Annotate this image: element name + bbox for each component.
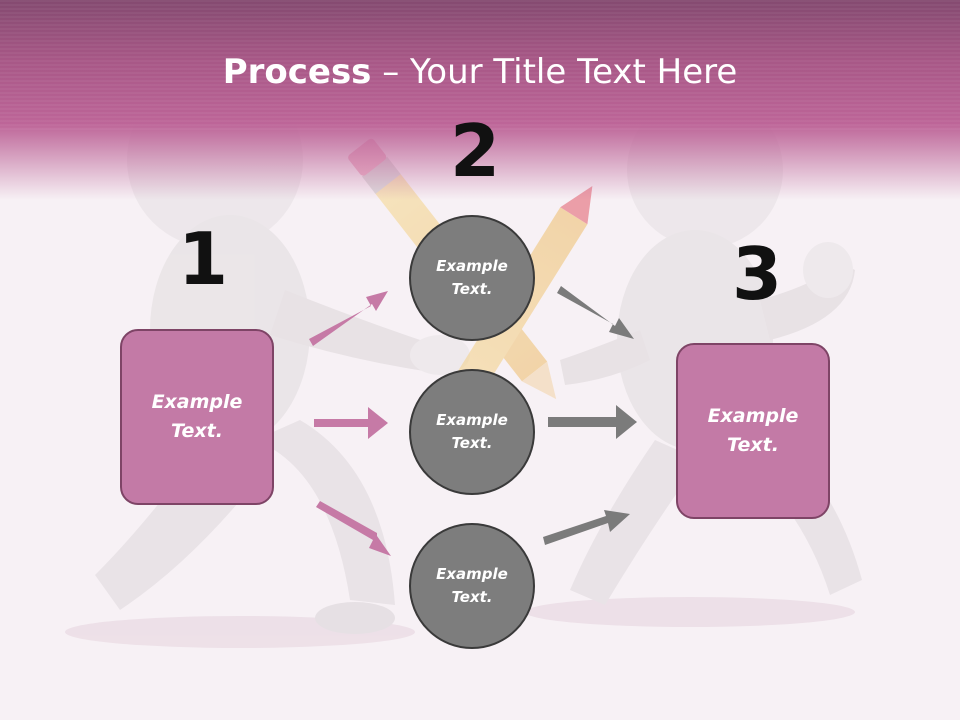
header-band — [0, 0, 960, 200]
step-number-2: 2 — [450, 109, 501, 193]
header-stripes — [0, 0, 960, 130]
step-number-3: 3 — [732, 232, 783, 316]
gray-arrows — [543, 286, 637, 545]
step-1-box: Example Text. — [120, 329, 274, 505]
pink-arrows — [309, 291, 391, 556]
title-rest-part: – Your Title Text Here — [371, 52, 738, 92]
arrow-step1-to-middle — [314, 407, 388, 439]
arrow-step1-to-bottom — [316, 501, 391, 556]
title-bold-part: Process — [222, 52, 372, 92]
step-number-1: 1 — [178, 217, 229, 301]
step-3-box: Example Text. — [676, 343, 830, 519]
circle-middle: Example Text. — [409, 369, 535, 495]
circle-bottom: Example Text. — [409, 523, 535, 649]
arrow-middle-to-step3 — [548, 405, 637, 439]
circle-top: Example Text. — [409, 215, 535, 341]
slide-title: Process – Your Title Text Here — [0, 52, 960, 92]
arrow-step1-to-top — [309, 291, 388, 346]
arrow-top-to-step3 — [557, 286, 634, 339]
arrow-bottom-to-step3 — [543, 510, 630, 545]
